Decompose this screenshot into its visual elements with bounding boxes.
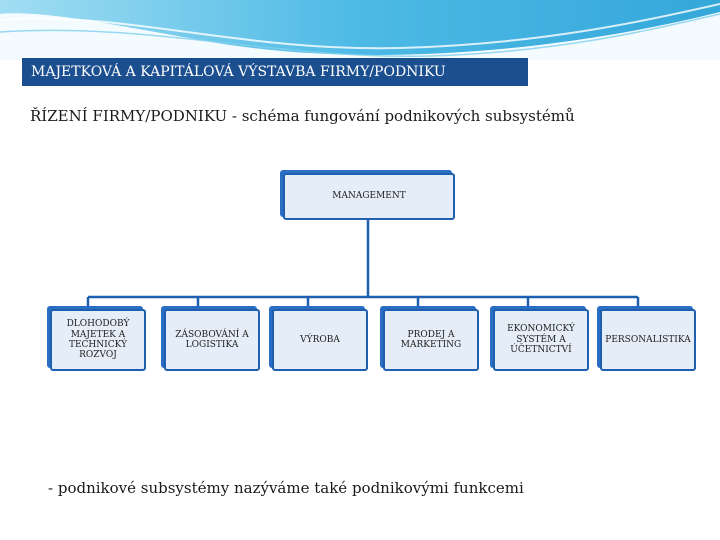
node-procurement-logistics-label: ZÁSOBOVÁNÍ A LOGISTIKA (168, 330, 256, 351)
node-economics-accounting-label: EKONOMICKÝ SYSTÉM A ÚČETNICTVÍ (497, 324, 585, 355)
node-personnel-label: PERSONALISTIKA (605, 335, 690, 345)
node-management-label: MANAGEMENT (332, 191, 406, 201)
node-personnel: PERSONALISTIKA (600, 309, 696, 371)
node-economics-accounting: EKONOMICKÝ SYSTÉM A ÚČETNICTVÍ (493, 309, 589, 371)
node-sales-marketing-label: PRODEJ A MARKETING (387, 330, 475, 351)
slide-footnote: - podnikové subsystémy nazýváme také pod… (48, 479, 524, 497)
node-long-term-assets-label: DLOHODOBÝ MAJETEK A TECHNICKÝ ROZVOJ (54, 319, 142, 360)
node-production: VÝROBA (272, 309, 368, 371)
node-sales-marketing: PRODEJ A MARKETING (383, 309, 479, 371)
node-long-term-assets: DLOHODOBÝ MAJETEK A TECHNICKÝ ROZVOJ (50, 309, 146, 371)
node-management: MANAGEMENT (283, 173, 455, 220)
node-production-label: VÝROBA (300, 335, 340, 345)
node-procurement-logistics: ZÁSOBOVÁNÍ A LOGISTIKA (164, 309, 260, 371)
